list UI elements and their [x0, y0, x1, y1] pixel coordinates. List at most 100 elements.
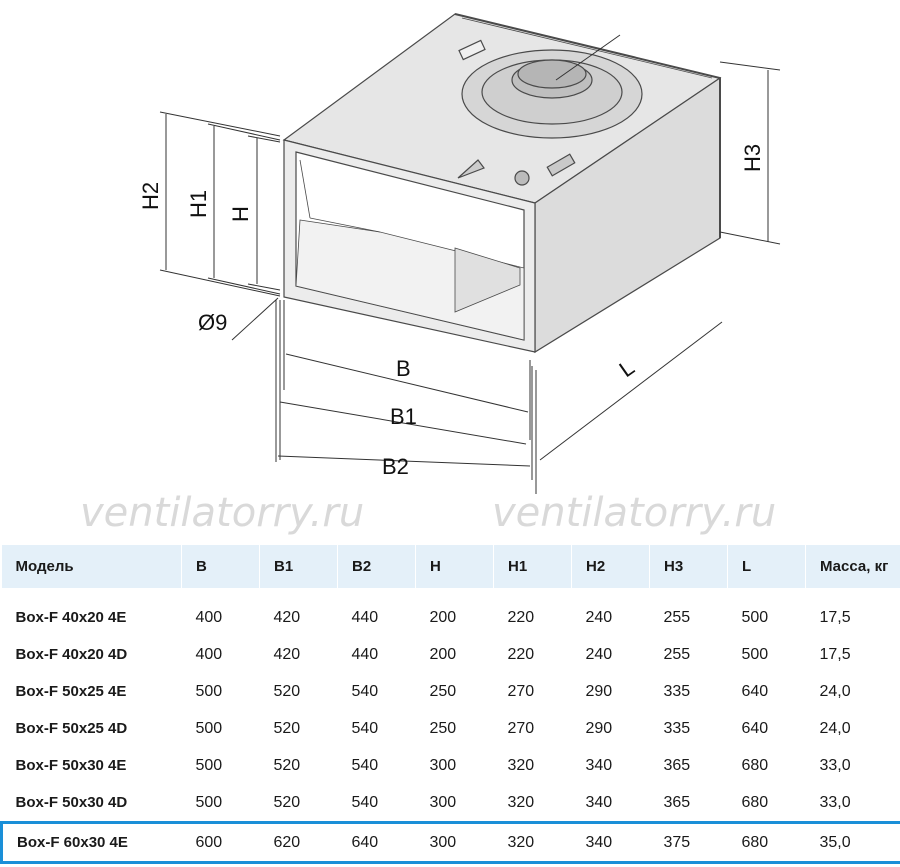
value-cell: 320	[493, 821, 572, 864]
value-cell: 420	[273, 608, 301, 626]
value-cell: 400	[195, 645, 223, 663]
model-cell: Box-F 60x30 4E	[0, 821, 182, 864]
table-row: Box-F 40x20 4E 400 420 440 200 220 240 255 500 17…	[2, 599, 900, 636]
dim-label-h: H	[228, 206, 253, 222]
value-cell: 500	[741, 645, 769, 663]
model-cell: Box-F 40x20 4E	[15, 609, 127, 626]
value-cell: 365	[663, 793, 691, 811]
value-cell: 340	[585, 756, 613, 774]
column-header: L	[727, 545, 806, 588]
table-row: Box-F 40x20 4D 400 420 440 200 220 240 255 500 17…	[2, 636, 900, 673]
box-body	[282, 13, 722, 354]
value-cell: 500	[195, 682, 223, 700]
column-header: B1	[259, 545, 338, 588]
value-cell: 17,5	[819, 645, 851, 663]
value-cell: 520	[273, 719, 301, 737]
table-row: Box-F 50x25 4E 500 520 540 250 270 290 335 640 24…	[2, 673, 900, 710]
value-cell: 290	[585, 682, 613, 700]
value-cell: 33,0	[819, 793, 851, 811]
value-cell: 320	[507, 756, 535, 774]
column-header: H1	[493, 545, 572, 588]
value-cell: 200	[429, 645, 457, 663]
value-cell: 420	[273, 645, 301, 663]
value-cell: 680	[727, 821, 806, 864]
technical-drawing: H2 H1 H H3 B B1 B2 L Ø9 ventilatorry.ru …	[80, 13, 781, 536]
value-cell: 220	[507, 645, 535, 663]
column-header: Модель	[1, 545, 182, 588]
value-cell: 33,0	[819, 756, 851, 774]
column-header: H	[415, 545, 494, 588]
model-cell: Box-F 50x25 4D	[15, 720, 128, 737]
value-cell: 640	[741, 682, 769, 700]
value-cell: 600	[181, 821, 260, 864]
value-cell: 335	[663, 682, 691, 700]
value-cell: 270	[507, 682, 535, 700]
model-cell: Box-F 50x30 4E	[15, 757, 127, 774]
value-cell: 620	[259, 821, 338, 864]
value-cell: 17,5	[819, 608, 851, 626]
value-cell: 540	[351, 793, 379, 811]
value-cell: 270	[507, 719, 535, 737]
value-cell: 300	[429, 793, 457, 811]
value-cell: 200	[429, 608, 457, 626]
dimension-lines	[159, 34, 781, 494]
value-cell: 500	[741, 608, 769, 626]
value-cell: 300	[415, 821, 494, 864]
spacer-cell	[2, 588, 900, 599]
value-cell: 440	[351, 645, 379, 663]
value-cell: 540	[351, 719, 379, 737]
value-cell: 375	[649, 821, 728, 864]
value-cell: 400	[195, 608, 223, 626]
dim-label-b: B	[396, 356, 411, 381]
value-cell: 240	[585, 645, 613, 663]
value-cell: 540	[351, 756, 379, 774]
dim-label-h3: H3	[740, 144, 765, 172]
dim-label-h1: H1	[186, 190, 211, 218]
value-cell: 240	[585, 608, 613, 626]
value-cell: 365	[663, 756, 691, 774]
value-cell: 24,0	[819, 682, 851, 700]
value-cell: 255	[663, 608, 691, 626]
dim-label-b2: B2	[382, 454, 409, 479]
value-cell: 300	[429, 756, 457, 774]
model-cell: Box-F 40x20 4D	[15, 646, 128, 663]
value-cell: 250	[429, 719, 457, 737]
value-cell: 35,0	[805, 821, 900, 864]
column-header: H3	[649, 545, 728, 588]
value-cell: 250	[429, 682, 457, 700]
value-cell: 220	[507, 608, 535, 626]
dim-label-h2: H2	[138, 182, 163, 210]
column-header: B	[181, 545, 260, 588]
value-cell: 680	[741, 756, 769, 774]
dim-label-l: L	[615, 355, 639, 383]
table-header-row: Модель B B1 B2 H H1 H2 H3 L Масса, кг	[1, 545, 900, 588]
watermark-right: ventilatorry.ru	[492, 490, 776, 536]
value-cell: 520	[273, 793, 301, 811]
specifications-table: Модель B B1 B2 H H1 H2 H3 L Масса, кг Bo…	[0, 545, 900, 864]
model-cell: Box-F 50x25 4E	[15, 683, 127, 700]
value-cell: 640	[337, 821, 416, 864]
value-cell: 500	[195, 793, 223, 811]
value-cell: 500	[195, 719, 223, 737]
value-cell: 640	[741, 719, 769, 737]
dim-label-hole: Ø9	[198, 310, 227, 335]
value-cell: 520	[273, 682, 301, 700]
value-cell: 255	[663, 645, 691, 663]
value-cell: 340	[585, 793, 613, 811]
column-header: Масса, кг	[805, 545, 900, 588]
dim-label-b1: B1	[390, 404, 417, 429]
watermark-left: ventilatorry.ru	[80, 490, 364, 536]
value-cell: 24,0	[819, 719, 851, 737]
value-cell: 540	[351, 682, 379, 700]
table-body: Box-F 40x20 4E 400 420 440 200 220 240 255 500 17…	[0, 588, 900, 864]
value-cell: 500	[195, 756, 223, 774]
column-header: H2	[571, 545, 650, 588]
value-cell: 440	[351, 608, 379, 626]
value-cell: 680	[741, 793, 769, 811]
value-cell: 335	[663, 719, 691, 737]
column-header: B2	[337, 545, 416, 588]
